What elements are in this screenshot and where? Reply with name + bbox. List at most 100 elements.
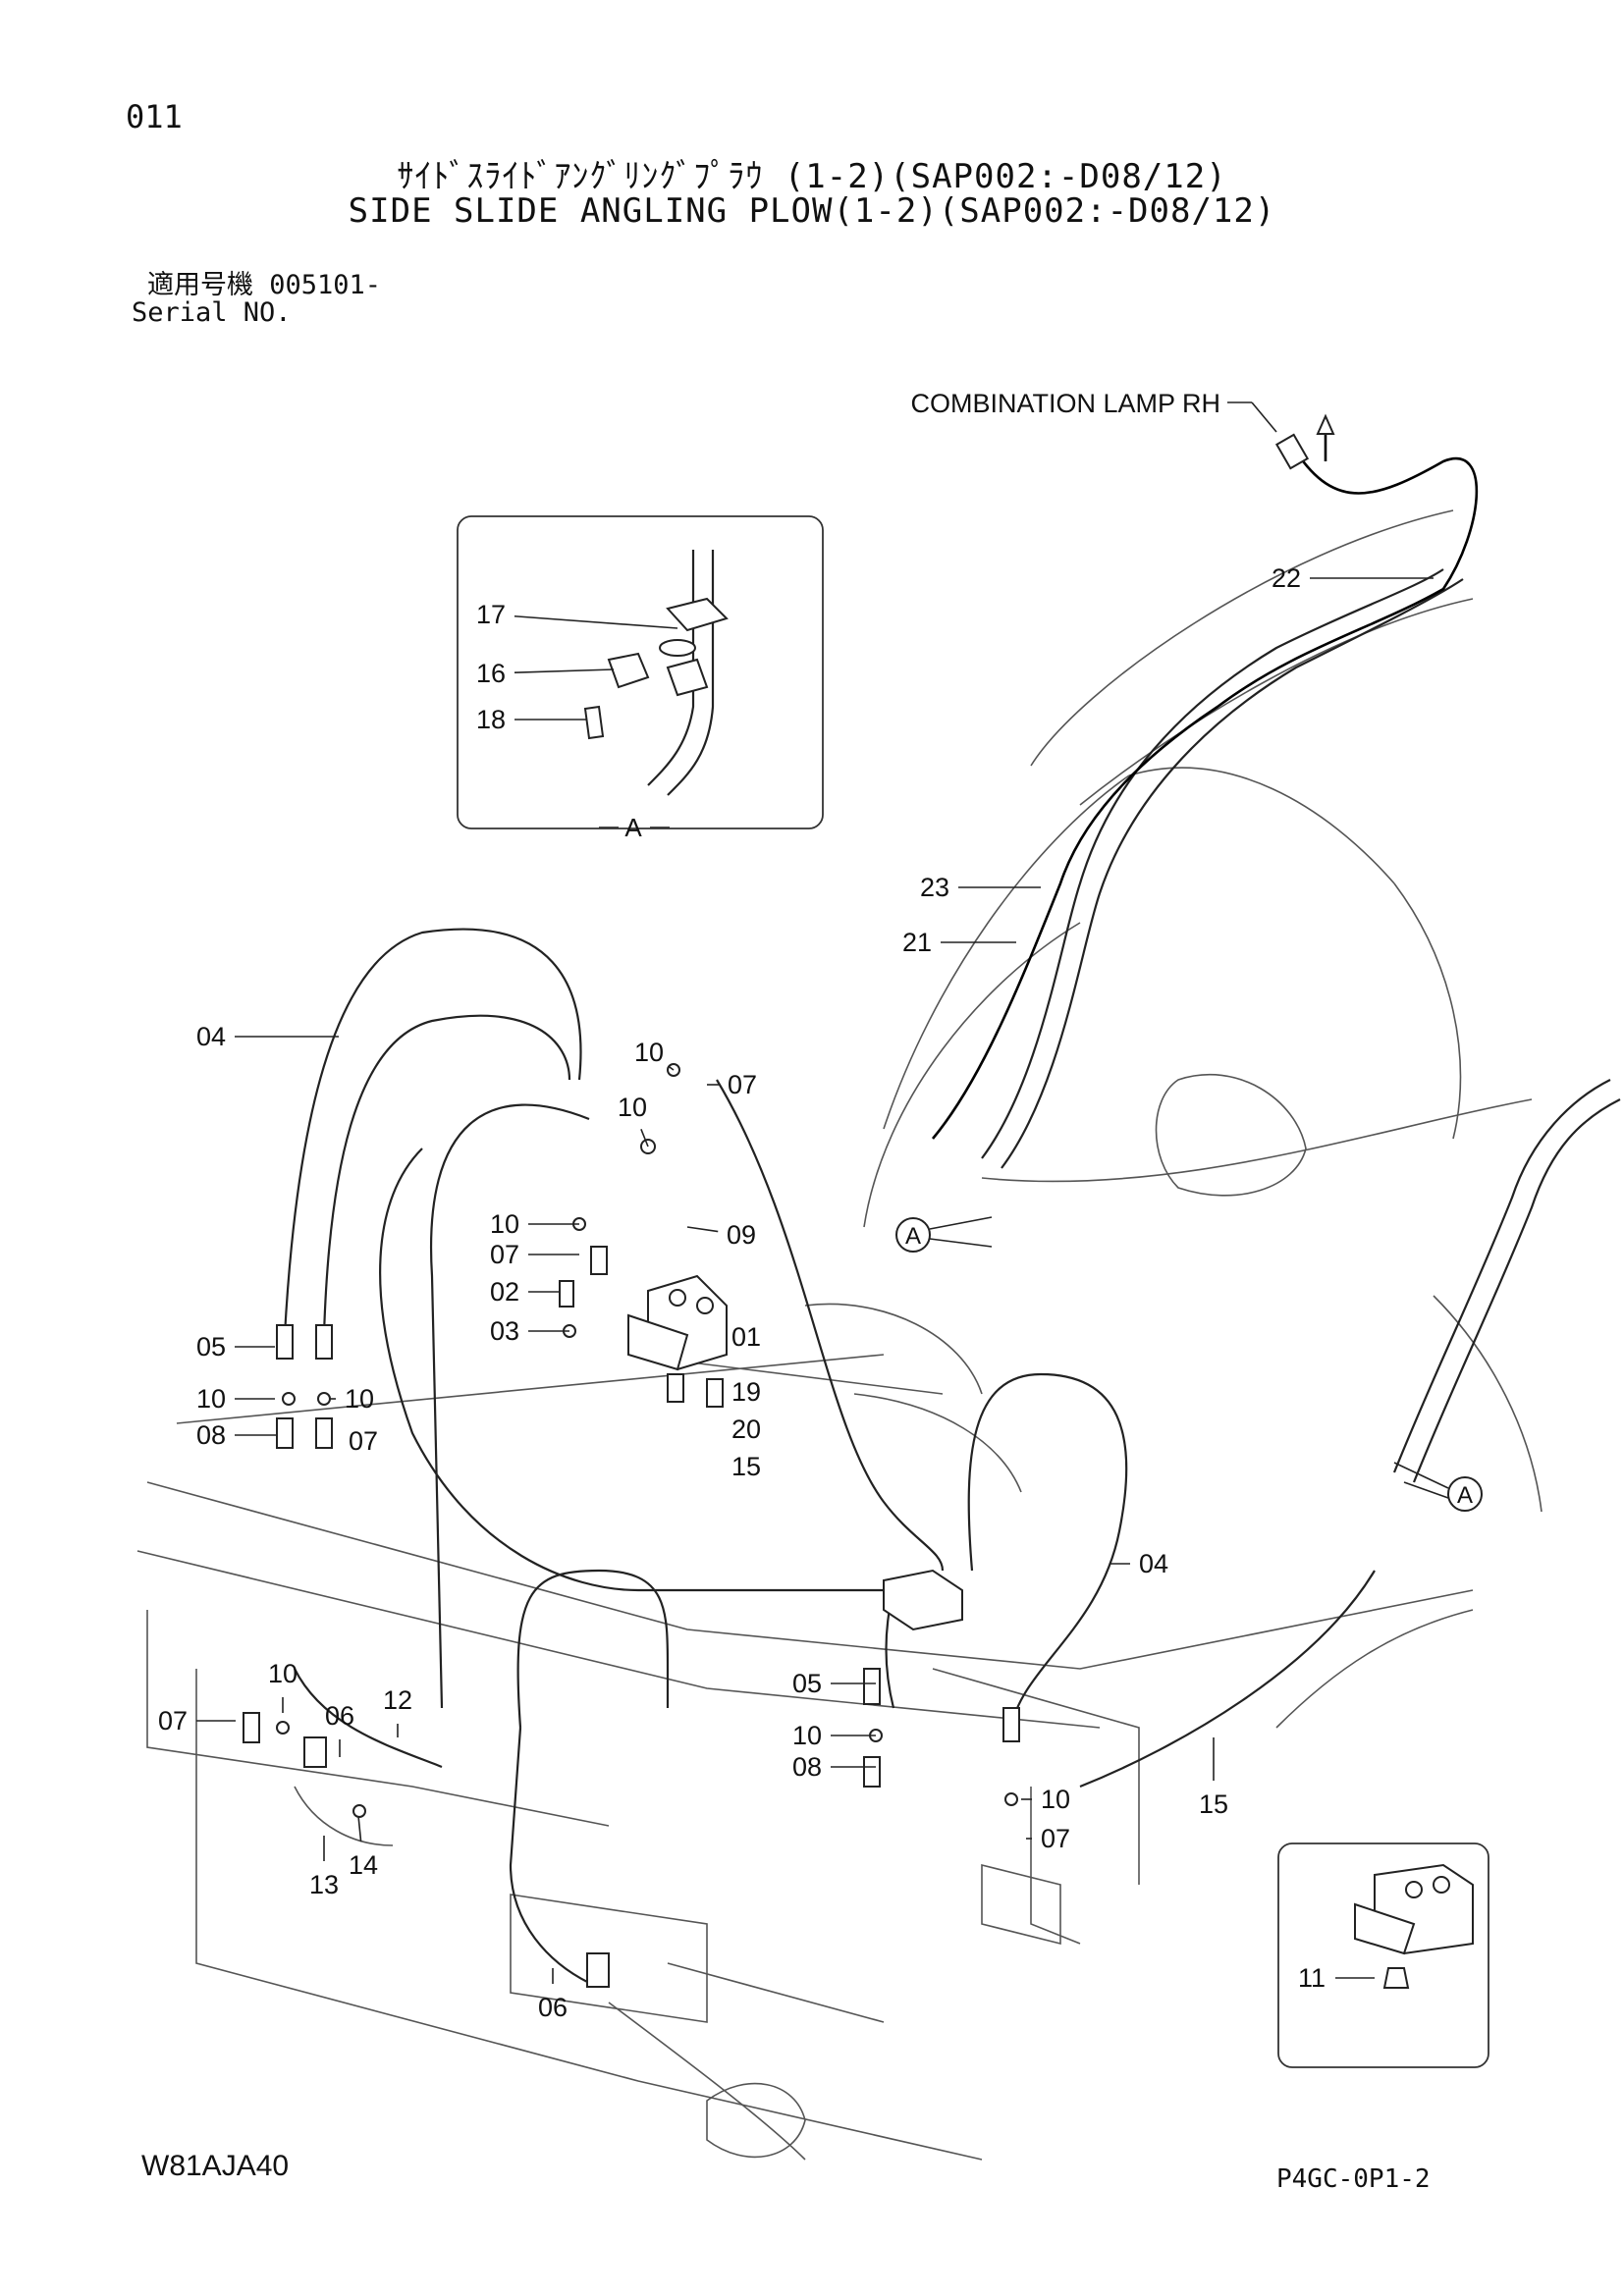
part-label-16: 16 — [476, 659, 615, 688]
part-number-text: 07 — [1041, 1824, 1070, 1853]
page-reference: P4GC-0P1-2 — [1276, 2164, 1431, 2194]
part-label-01: 01 — [731, 1322, 761, 1352]
part-number-text: 10 — [634, 1038, 664, 1067]
part-number-text: 23 — [920, 873, 949, 902]
part-number-text: 13 — [309, 1870, 339, 1899]
part-number-text: 11 — [1298, 1963, 1326, 1993]
part-label-06: 06 — [538, 1968, 568, 2022]
leader-line — [514, 668, 615, 674]
part-label-03: 03 — [490, 1316, 569, 1346]
part-number-text: 04 — [1139, 1549, 1168, 1578]
detail-view-a-inset: A — [457, 515, 824, 842]
part-label-10: 10 — [634, 1038, 675, 1071]
part-number-text: 10 — [490, 1209, 519, 1239]
part-label-06: 06 — [325, 1701, 354, 1757]
part-label-10: 10 — [330, 1384, 374, 1414]
part-label-09: 09 — [686, 1220, 756, 1250]
part-label-15: 15 — [731, 1452, 761, 1481]
detail-view-11-inset — [1277, 1842, 1489, 2068]
leader-line — [357, 1815, 362, 1842]
part-number-text: 10 — [268, 1659, 298, 1688]
part-label-23: 23 — [920, 873, 1041, 902]
part-label-08: 08 — [196, 1420, 277, 1450]
part-number-text: 20 — [731, 1415, 761, 1444]
valve-block-assembly — [627, 1274, 963, 1631]
part-label-13: 13 — [309, 1836, 339, 1899]
part-label-10: 10 — [792, 1721, 876, 1750]
hydraulic-hoses — [283, 568, 1621, 1984]
callout-a-label: A — [1457, 1482, 1473, 1509]
part-number-text: 10 — [1041, 1785, 1070, 1814]
part-label-14: 14 — [349, 1815, 378, 1880]
part-number-text: 02 — [490, 1277, 519, 1307]
part-number-text: 15 — [731, 1452, 761, 1481]
part-number-text: 22 — [1272, 563, 1301, 593]
part-number-text: 05 — [792, 1669, 822, 1698]
combination-lamp-label: COMBINATION LAMP RH — [910, 389, 1220, 418]
part-number-text: 07 — [728, 1070, 757, 1099]
part-number-text: 06 — [325, 1701, 354, 1731]
part-number-text: 04 — [196, 1022, 226, 1051]
part-label-07: 07 — [490, 1240, 579, 1269]
view-a-callouts: A A — [895, 1216, 1483, 1512]
part-number-text: 07 — [490, 1240, 519, 1269]
page-title-japanese: ｻｲﾄﾞｽﾗｲﾄﾞｱﾝｸﾞﾘﾝｸﾞﾌﾟﾗｳ (1-2)(SAP002:-D08/… — [397, 157, 1227, 196]
part-label-15: 15 — [1199, 1737, 1228, 1819]
part-number-text: 05 — [196, 1332, 226, 1362]
serial-applicability-japanese: 適用号機 005101- — [147, 270, 382, 300]
part-label-10: 10 — [1021, 1785, 1070, 1814]
part-number-text: 01 — [731, 1322, 761, 1352]
lamp-wiring — [932, 422, 1479, 1140]
page-title: SIDE SLIDE ANGLING PLOW(1-2)(SAP002:-D08… — [348, 191, 1276, 231]
part-number-text: 08 — [196, 1420, 226, 1450]
part-label-19: 19 — [731, 1377, 761, 1407]
part-label-04: 04 — [1110, 1549, 1168, 1578]
part-label-22: 22 — [1272, 563, 1434, 593]
part-number-text: 03 — [490, 1316, 519, 1346]
part-label-10: 10 — [618, 1093, 649, 1148]
part-label-02: 02 — [490, 1277, 560, 1307]
part-number-text: 15 — [1199, 1789, 1228, 1819]
leader-line — [668, 1065, 675, 1071]
part-label-11: 11 — [1298, 1963, 1375, 1993]
part-number-text: 18 — [476, 705, 506, 734]
part-number-text: 09 — [727, 1220, 756, 1250]
part-number-text: 21 — [902, 928, 932, 957]
part-number-text: 07 — [158, 1706, 188, 1735]
part-number-text: 17 — [476, 600, 506, 629]
part-label-08: 08 — [792, 1752, 876, 1782]
part-label-07: 07 — [1026, 1824, 1070, 1853]
leader-line — [686, 1226, 719, 1233]
part-number-text: 10 — [618, 1093, 647, 1122]
part-number-text: 12 — [383, 1685, 412, 1715]
part-label-17: 17 — [476, 600, 678, 629]
combination-lamp-annotation: COMBINATION LAMP RH — [910, 389, 1277, 433]
part-number-text: 10 — [792, 1721, 822, 1750]
part-number-text: 08 — [792, 1752, 822, 1782]
part-number-text: 10 — [196, 1384, 226, 1414]
callout-a-label: A — [905, 1223, 921, 1250]
part-label-05: 05 — [196, 1332, 275, 1362]
machine-outline — [136, 509, 1543, 2161]
part-number-text: 14 — [349, 1850, 378, 1880]
part-number-text: 19 — [731, 1377, 761, 1407]
part-number-text: 06 — [538, 1993, 568, 2022]
part-label-07: 07 — [707, 1070, 757, 1099]
page-number: 011 — [126, 98, 183, 135]
drawing-code: W81AJA40 — [141, 2150, 290, 2182]
part-label-21: 21 — [902, 928, 1016, 957]
part-label-07: 07 — [158, 1706, 236, 1735]
leader-line — [640, 1128, 649, 1148]
part-number-text: 07 — [349, 1426, 378, 1456]
part-label-04: 04 — [196, 1022, 339, 1051]
part-number-text: 16 — [476, 659, 506, 688]
leader-line — [514, 614, 678, 629]
part-label-10: 10 — [196, 1384, 275, 1414]
inset-a-label: A — [624, 813, 642, 842]
part-label-20: 20 — [731, 1415, 761, 1444]
part-label-10: 10 — [490, 1209, 579, 1239]
part-label-05: 05 — [792, 1669, 876, 1698]
